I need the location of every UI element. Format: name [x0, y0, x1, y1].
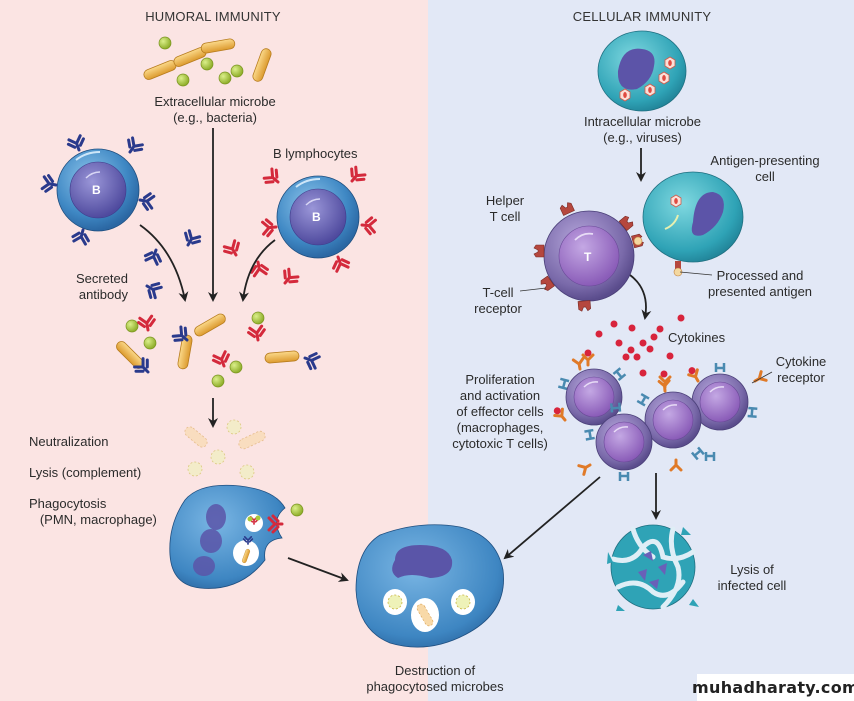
b-cell-right: [260, 164, 378, 274]
secreted-antibodies: [141, 228, 301, 301]
t-cell-letter: T: [584, 250, 592, 264]
cytokines-label: Cytokines: [668, 330, 726, 345]
extracellular-microbes: [141, 36, 273, 87]
helper-t-cell-label: Helper T cell: [485, 193, 525, 224]
antibody-bound-microbes: [114, 311, 322, 388]
lysed-cell: [607, 524, 699, 611]
antigen-presenting-cell-label: Antigen-presenting cell: [710, 153, 820, 184]
neutralization-label: Neutralization: [29, 434, 109, 449]
helper-t-cell: [533, 201, 645, 312]
cellular-immunity-title: CELLULAR IMMUNITY: [572, 9, 712, 24]
watermark: muhadharaty.com: [692, 674, 854, 701]
tcr-leader-line: [519, 287, 547, 292]
t-cell-receptor-label: T-cell receptor: [474, 285, 522, 316]
antigen-presenting-cell: [642, 171, 744, 277]
cytokines: [595, 314, 685, 377]
ckr-leader-line: [751, 371, 773, 384]
phagocyte: [169, 484, 304, 589]
neutralized-microbes: [184, 419, 266, 480]
intracellular-microbe-label: Intracellular microbe (e.g., viruses): [583, 114, 702, 145]
b-cell-letter-left: B: [92, 183, 101, 197]
secreted-antibody-label: Secreted antibody: [75, 271, 128, 302]
b-lymphocytes-label: B lymphocytes: [273, 146, 358, 161]
infected-cell: [597, 30, 687, 112]
b-cell-left: [40, 133, 156, 247]
antigen-leader-line: [679, 271, 713, 276]
phagocytosis-label: Phagocytosis (PMN, macrophage): [29, 496, 157, 527]
processed-antigen-label: Processed and presented antigen: [707, 268, 813, 299]
lysis-infected-cell-label: Lysis of infected cell: [717, 562, 787, 593]
humoral-immunity-title: HUMORAL IMMUNITY: [145, 9, 281, 24]
lysis-complement-label: Lysis (complement): [29, 465, 142, 480]
effector-cells: [553, 349, 768, 483]
proliferation-label: Proliferation and activation of effector…: [452, 372, 548, 451]
cytokine-receptor-label: Cytokine receptor: [775, 354, 827, 385]
b-cell-letter-right: B: [312, 210, 321, 224]
humoral-arrows: [139, 128, 349, 582]
cellular-arrows: [503, 148, 661, 560]
extracellular-microbe-label: Extracellular microbe (e.g., bacteria): [154, 94, 276, 125]
destroying-macrophage: [355, 524, 504, 648]
destruction-label: Destruction of phagocytosed microbes: [366, 663, 504, 694]
